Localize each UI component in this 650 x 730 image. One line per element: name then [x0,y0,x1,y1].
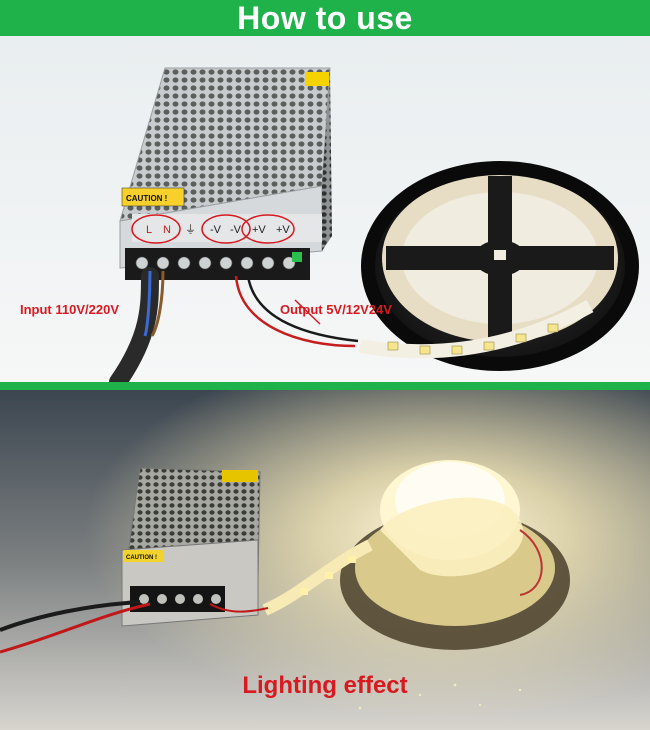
input-voltage-label: Input 110V/220V [20,302,119,317]
output-voltage-label: Output 5V/12V24V [280,302,392,317]
terminal-plus2-label: +V [276,224,290,236]
terminal-minus2-label: -V [230,224,242,236]
lighting-effect-label: Lighting effect [242,672,408,699]
terminal-plus1-label: +V [252,224,266,236]
led-reel-glowing [340,460,570,650]
terminal-l-label: L [146,224,152,236]
section-divider [0,382,650,390]
page-title: How to use [237,0,413,36]
terminal-ground-label: ⏚ [185,223,196,236]
terminal-minus1-label: -V [210,224,222,236]
top-photo: CAUTION ! L N ⏚ -V -V +V +V [0,36,650,382]
power-supply-bottom: CAUTION ! [121,467,261,627]
terminal-n-label: N [163,224,171,236]
caution-text-bottom: CAUTION ! [126,555,157,561]
header-bar [0,0,650,36]
caution-text-top: CAUTION ! [126,194,167,203]
bottom-photo: CAUTION ! [0,390,650,730]
